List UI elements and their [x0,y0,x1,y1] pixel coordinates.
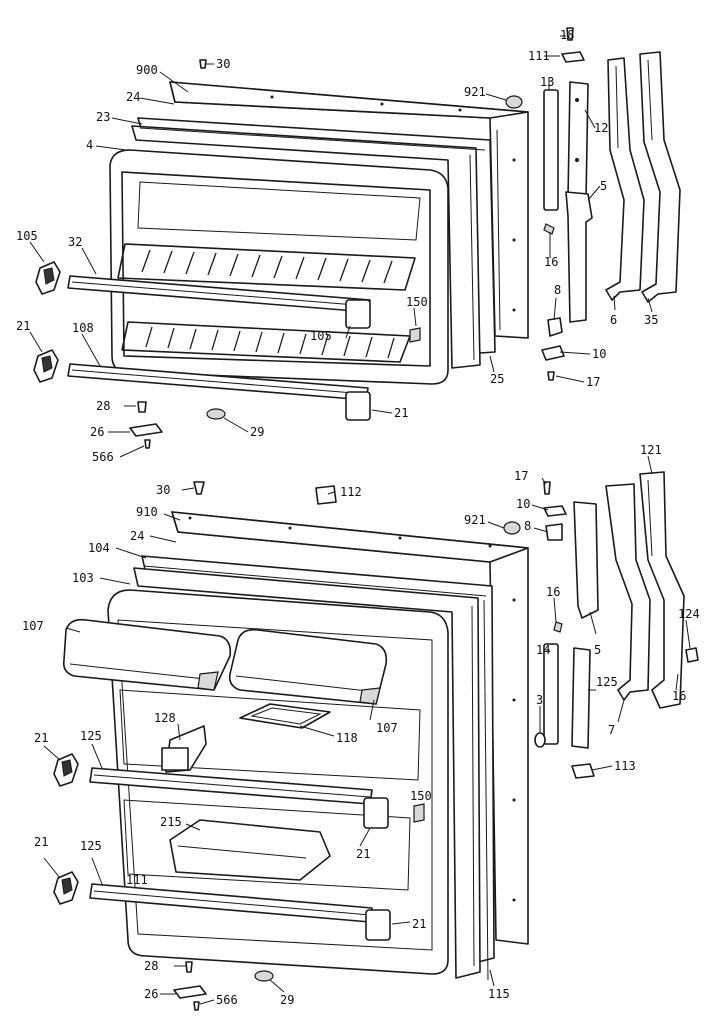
callout-105-b: 105 [310,329,332,343]
shelf-bar-middle [89,767,389,829]
callout-105: 105 [16,229,38,243]
callout-13: 13 [540,75,554,89]
shelf-bar-lower [67,363,371,421]
callout-29-b: 29 [280,993,294,1007]
callout-910: 910 [136,505,158,519]
callout-124: 124 [678,607,700,621]
callout-7: 7 [608,723,615,737]
callout-25: 25 [490,372,504,386]
callout-118: 118 [336,731,358,745]
callout-125-b: 125 [80,729,102,743]
callout-111: 111 [528,49,550,63]
callout-21-b: 21 [394,406,408,420]
callout-30-b: 30 [156,483,170,497]
callout-103: 103 [72,571,94,585]
callout-12: 12 [594,121,608,135]
callout-150: 150 [406,295,428,309]
callout-28: 28 [96,399,110,413]
callout-900: 900 [136,63,158,77]
callout-4: 4 [86,138,93,152]
callout-111-b: 111 [126,873,148,887]
callout-921: 921 [464,85,486,99]
callout-16-c: 16 [672,689,686,703]
door-inner-liner [109,149,449,385]
small-hardware-bottom [173,481,699,1011]
callout-5: 5 [600,179,607,193]
hinge-bars-top [605,51,681,303]
egg-tray [239,703,331,729]
callout-18: 18 [560,28,574,42]
callout-32: 32 [68,235,82,249]
callout-16: 16 [544,255,558,269]
callout-30: 30 [216,57,230,71]
butter-compartment [161,725,207,773]
callout-24: 24 [126,90,140,104]
shelf-clip-lower-1 [53,753,79,787]
callout-8-b: 8 [524,519,531,533]
callout-17-b: 17 [514,469,528,483]
callout-112: 112 [340,485,362,499]
callout-10-b: 10 [516,497,530,511]
callout-28-b: 28 [144,959,158,973]
callout-107: 107 [22,619,44,633]
door-bin-left [62,618,232,691]
callout-24-b: 24 [130,529,144,543]
callout-5-b: 5 [594,643,601,657]
callout-21-c: 21 [34,731,48,745]
callout-21-d: 21 [356,847,370,861]
shelf-clip-21 [33,349,59,383]
shelf-clip-lower-2 [53,871,79,905]
small-hardware-top [129,27,593,449]
callout-8: 8 [554,283,561,297]
callout-26-b: 26 [144,987,158,1001]
callout-14: 14 [536,643,550,657]
leader-lines-top [29,35,653,458]
hinge-bars-bottom [605,471,685,709]
door-gasket-lower [133,555,495,981]
callout-215: 215 [160,815,182,829]
outer-door-panel-lower [171,511,529,945]
shelf-clip-105 [35,261,61,295]
callout-113: 113 [614,759,636,773]
callout-labels-top: 18 111 900 30 921 13 12 24 23 4 5 105 32… [16,28,658,464]
callout-125: 125 [596,675,618,689]
callout-35: 35 [644,313,658,327]
callout-121: 121 [640,443,662,457]
callout-10: 10 [592,347,606,361]
callout-21-f: 21 [412,917,426,931]
callout-21-e: 21 [34,835,48,849]
callout-3: 3 [536,693,543,707]
callout-125-c: 125 [80,839,102,853]
callout-128: 128 [154,711,176,725]
fresh-food-door-assembly: 17 121 30 112 10 910 921 8 24 104 103 16… [22,443,700,1011]
callout-566: 566 [92,450,114,464]
callout-150-b: 150 [410,789,432,803]
shelf-bar-bottom [89,883,391,941]
callout-6: 6 [610,313,617,327]
callout-labels-bottom: 17 121 30 112 10 910 921 8 24 104 103 16… [22,443,700,1007]
callout-16-b: 16 [546,585,560,599]
leader-lines-bottom [43,455,691,1005]
callout-115: 115 [488,987,510,1001]
callout-104: 104 [88,541,110,555]
shelf-bar-upper [67,275,371,329]
callout-21: 21 [16,319,30,333]
door-gasket [131,117,496,369]
callout-26: 26 [90,425,104,439]
callout-921-b: 921 [464,513,486,527]
dairy-bin [169,819,331,881]
callout-23: 23 [96,110,110,124]
callout-107-b: 107 [376,721,398,735]
callout-29: 29 [250,425,264,439]
door-bin-right [228,628,388,705]
callout-17: 17 [586,375,600,389]
callout-108: 108 [72,321,94,335]
freezer-door-assembly: 18 111 900 30 921 13 12 24 23 4 5 105 32… [16,27,681,464]
callout-566-b: 566 [216,993,238,1007]
